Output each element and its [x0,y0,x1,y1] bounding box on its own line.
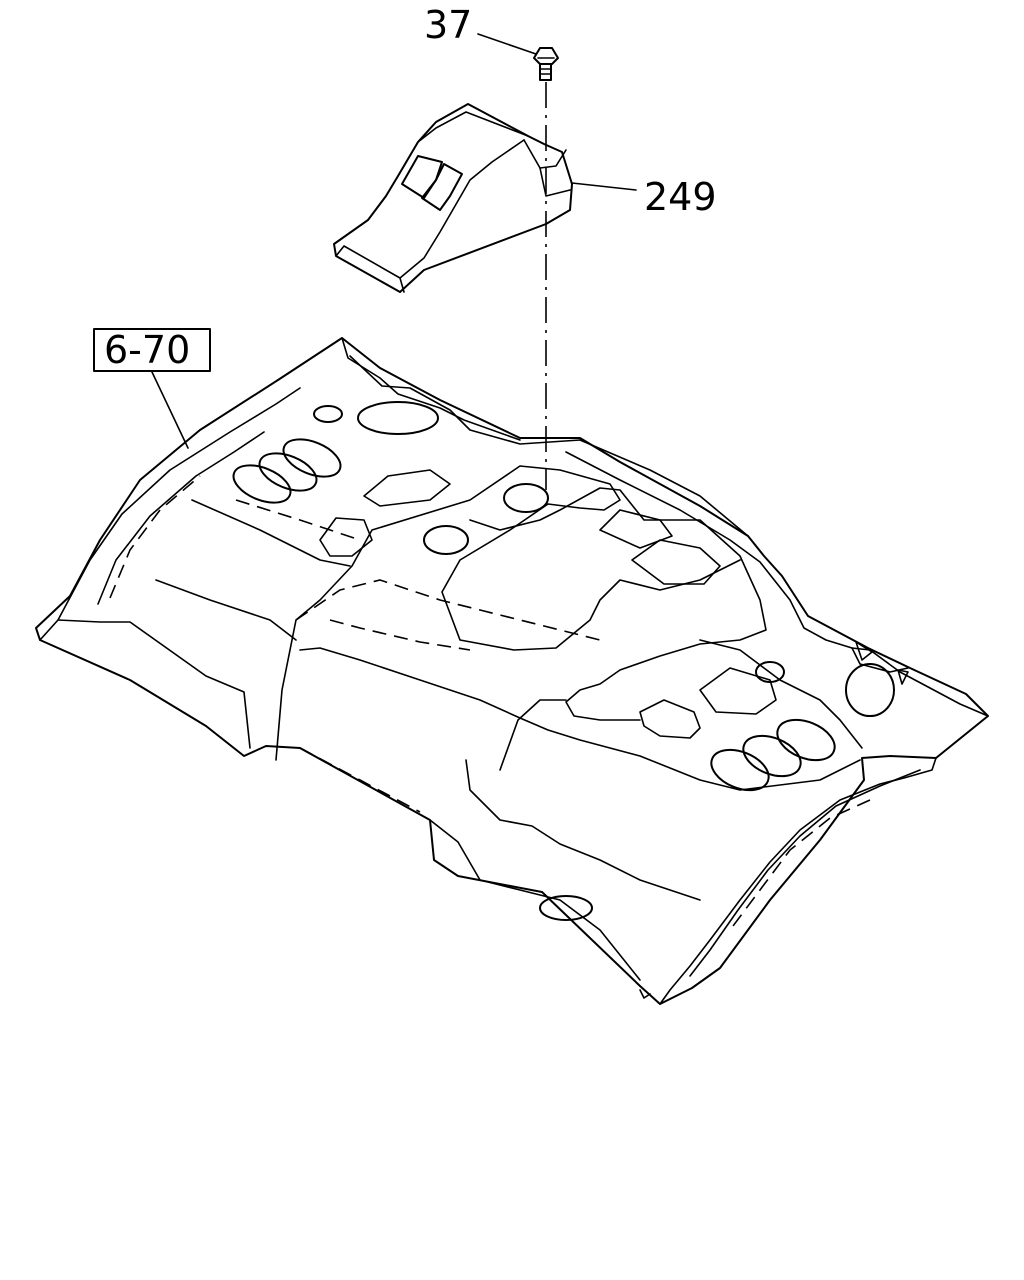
floor-pad [639,699,701,739]
floor-pad [319,517,373,557]
floor-hole [232,464,292,504]
floor-hole [710,748,770,792]
floor-hole [258,452,318,492]
callout-cover-leader [571,182,637,191]
callout-cover-number[interactable]: 249 [644,175,717,219]
floor-hole [503,483,549,513]
floor-hole [282,438,342,478]
floor-hole [539,895,593,921]
floor-panel[interactable] [35,337,989,1005]
callout-bolt-leader [477,33,537,55]
callout-floor-ref-leader [151,371,189,449]
floor-pad [363,469,451,507]
floor-pad [599,509,673,549]
floor-pad [699,667,777,715]
bolt-part[interactable] [533,47,559,81]
callout-bolt-number[interactable]: 37 [424,3,472,47]
callout-floor-ref-number[interactable]: 6-70 [104,328,190,372]
floor-hole [845,663,895,717]
callout-floor-ref-box[interactable] [93,328,211,372]
floor-hole [313,405,343,423]
floor-hole [423,525,469,555]
shift-lever-cover[interactable] [333,103,573,293]
floor-hole [776,718,836,762]
floor-hole [357,401,439,435]
